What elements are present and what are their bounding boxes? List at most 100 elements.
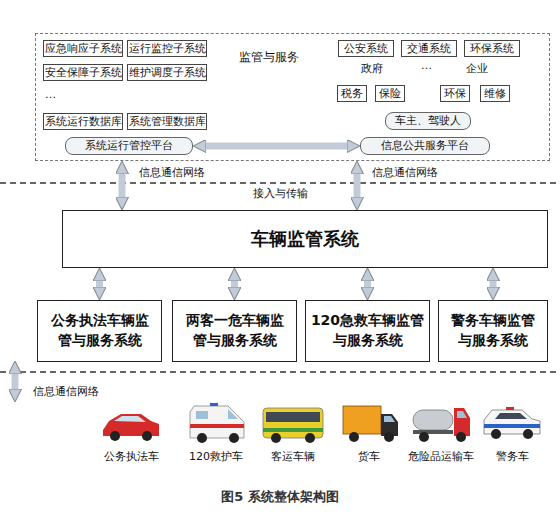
tanker-icon-part [419, 432, 429, 442]
group-frame: 监管与服务 应急响应子系统运行监控子系统安全保障子系统维护调度子系统系统运行数据库… [35, 33, 550, 161]
node-text: 公务执法车辆监 管与服务系统 [38, 311, 161, 350]
police-car-icon [484, 407, 540, 439]
car-icon-part [142, 431, 152, 441]
subsystem-box: 交通系统 [401, 40, 457, 57]
edge-label: 信息通信网络 [139, 167, 205, 179]
bus-icon-part [263, 428, 323, 432]
police-car-icon-part [491, 429, 501, 439]
subsystem-box: 安全保障子系统 [43, 64, 123, 81]
double-arrow [364, 281, 371, 287]
car-icon-part [114, 416, 146, 422]
bus-icon-part [271, 433, 281, 443]
subsystem-box: 应急响应子系统 [43, 40, 123, 57]
subsystem-box: 维护调度子系统 [127, 64, 207, 81]
police-car-icon-part [495, 413, 527, 419]
node-text: 系统运行管控平台 [85, 140, 173, 152]
system-box: 120急救车辆监管 与服务系统 [305, 300, 430, 362]
ambulance-icon-part [196, 411, 208, 419]
tanker-icon-part [413, 410, 453, 430]
vehicle-label: 客运车辆 [271, 451, 315, 463]
truck-icon-part [349, 432, 359, 442]
ambulance-icon-part [228, 409, 238, 419]
bus-icon [263, 408, 323, 443]
node-text: 交通系统 [407, 43, 451, 55]
edge-label: 信息通信网络 [372, 167, 438, 179]
node-text: 安全保障子系统 [45, 67, 122, 79]
tanker-icon-part [413, 430, 453, 434]
node-text: 信息公共服务平台 [381, 140, 469, 152]
bus-icon-part [263, 408, 323, 438]
ambulance-icon-part [197, 433, 207, 443]
truck-icon [343, 406, 398, 442]
platform-box: 车主、驾驶人 [385, 112, 471, 130]
police-car-icon-part [506, 407, 514, 410]
tanker-icon-part [454, 408, 470, 436]
network-arrow [12, 374, 19, 389]
bus-icon-part [266, 412, 320, 422]
ambulance-icon-part [190, 424, 244, 428]
double-arrow [354, 174, 361, 197]
group-label: 企业 [466, 63, 488, 75]
node-text: 运行监控子系统 [129, 43, 206, 55]
ellipsis-mark: … [45, 89, 56, 101]
node-text: 系统管理数据库 [129, 116, 206, 128]
subsystem-box: 保险 [375, 85, 405, 102]
subsystem-box: 运行监控子系统 [127, 40, 207, 57]
node-text: 警务车辆监管 与服务系统 [439, 311, 547, 350]
node-text: 两客一危车辆监 管与服务系统 [173, 311, 296, 350]
tanker-icon-part [457, 411, 467, 418]
node-text: 税务 [341, 88, 363, 100]
ambulance-icon-part [210, 403, 218, 406]
node-text: 环保 [444, 88, 466, 100]
divider-line [0, 371, 560, 373]
node-text: 公安系统 [344, 43, 388, 55]
truck-icon-part [384, 416, 395, 422]
double-arrow [206, 143, 347, 150]
double-arrow [490, 281, 497, 287]
group-label: 政府 [361, 63, 383, 75]
node-text: 环保系统 [470, 43, 514, 55]
truck-icon-part [384, 432, 394, 442]
node-text: 保险 [379, 88, 401, 100]
node-text: 系统运行数据库 [45, 116, 122, 128]
system-box: 警务车辆监管 与服务系统 [438, 300, 548, 362]
car-icon-part [110, 431, 120, 441]
truck-icon-part [343, 406, 381, 434]
subsystem-box: 系统管理数据库 [127, 113, 207, 130]
tanker-icon-part [456, 432, 466, 442]
network-label: 信息通信网络 [33, 386, 99, 398]
subsystem-box: 税务 [337, 85, 367, 102]
node-text: 车主、驾驶人 [395, 115, 461, 127]
core-system-box: 车辆监管系统 [62, 210, 548, 268]
system-box: 公务执法车辆监 管与服务系统 [37, 300, 162, 362]
ambulance-icon-part [190, 406, 244, 438]
figure-caption: 图5 系统整体架构图 [0, 488, 560, 506]
vehicle-label: 警务车 [496, 451, 529, 463]
bus-icon-part [305, 433, 315, 443]
node-text: 监管与服务 [239, 51, 299, 64]
divider-line [0, 182, 560, 184]
subsystem-box: 维修 [480, 85, 510, 102]
ellipsis-mark: … [421, 60, 432, 72]
subsystem-box: 公安系统 [338, 40, 394, 57]
car-icon [103, 414, 159, 441]
system-box: 两客一危车辆监 管与服务系统 [172, 300, 297, 362]
double-arrow [231, 281, 238, 287]
tanker-icon [413, 408, 470, 442]
layer-label: 接入与传输 [253, 188, 308, 200]
ambulance-icon-part [229, 433, 239, 443]
node-text: 120急救车辆监管 与服务系统 [306, 311, 429, 350]
double-arrow [119, 174, 126, 197]
police-car-icon-part [484, 424, 540, 428]
vehicle-label: 120救护车 [189, 451, 243, 463]
police-car-icon-part [484, 410, 540, 434]
subsystem-box: 系统运行数据库 [43, 113, 123, 130]
node-text: 应急响应子系统 [45, 43, 122, 55]
subsystem-box: 环保系统 [464, 40, 520, 57]
node-text: 维修 [484, 88, 506, 100]
vehicle-label: 公务执法车 [104, 451, 159, 463]
platform-box: 系统运行管控平台 [65, 137, 193, 155]
vehicle-label: 危险品运输车 [408, 451, 474, 463]
double-arrow [96, 281, 103, 287]
subsystem-box: 环保 [440, 85, 470, 102]
